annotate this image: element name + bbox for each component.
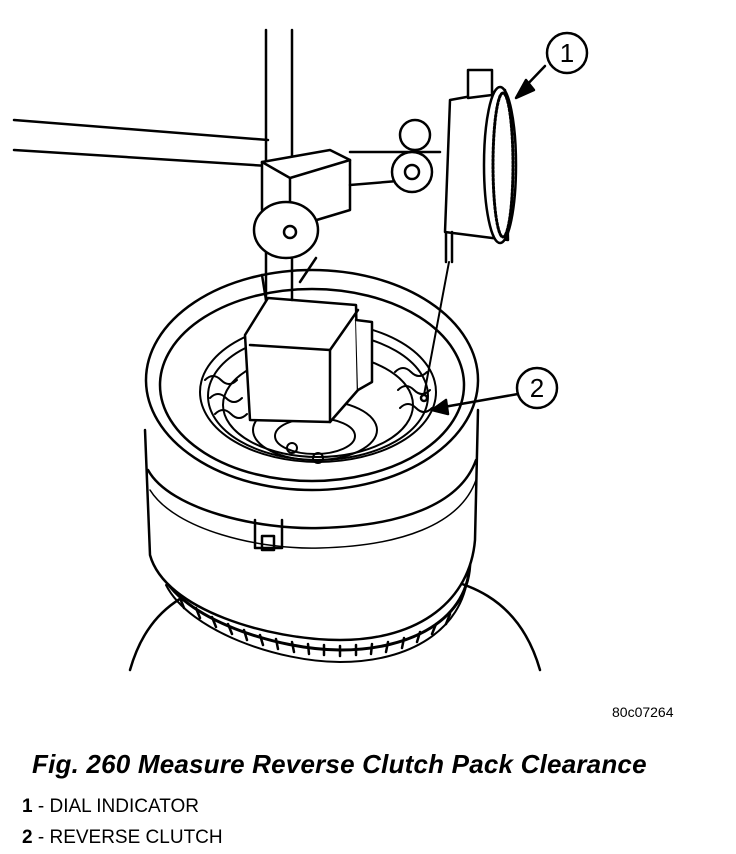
legend-label: DIAL INDICATOR	[49, 796, 200, 817]
figure-code: 80c07264	[612, 704, 674, 720]
figure-caption: Fig. 260 Measure Reverse Clutch Pack Cle…	[32, 749, 647, 779]
callout-2-circle	[515, 366, 559, 410]
indicator-stand	[12, 28, 442, 302]
callout-1-circle	[545, 31, 589, 75]
legend-number: 1	[22, 796, 33, 817]
legend-label: REVERSE CLUTCH	[49, 827, 223, 848]
dial-indicator	[419, 68, 518, 403]
gauge-block	[243, 296, 374, 424]
callout-leaders	[430, 64, 547, 416]
legend-separator: -	[32, 827, 50, 848]
callout-2-number: 2	[530, 373, 544, 403]
legend-number: 2	[22, 827, 33, 848]
ring-gear	[158, 558, 472, 663]
legend-separator: -	[32, 796, 50, 817]
clutch-measurement-illustration: 1 2	[12, 28, 589, 672]
legend-item: 1 - DIAL INDICATOR	[22, 796, 199, 818]
callout-1-number: 1	[560, 38, 574, 68]
legend-item: 2 - REVERSE CLUTCH	[22, 827, 223, 849]
